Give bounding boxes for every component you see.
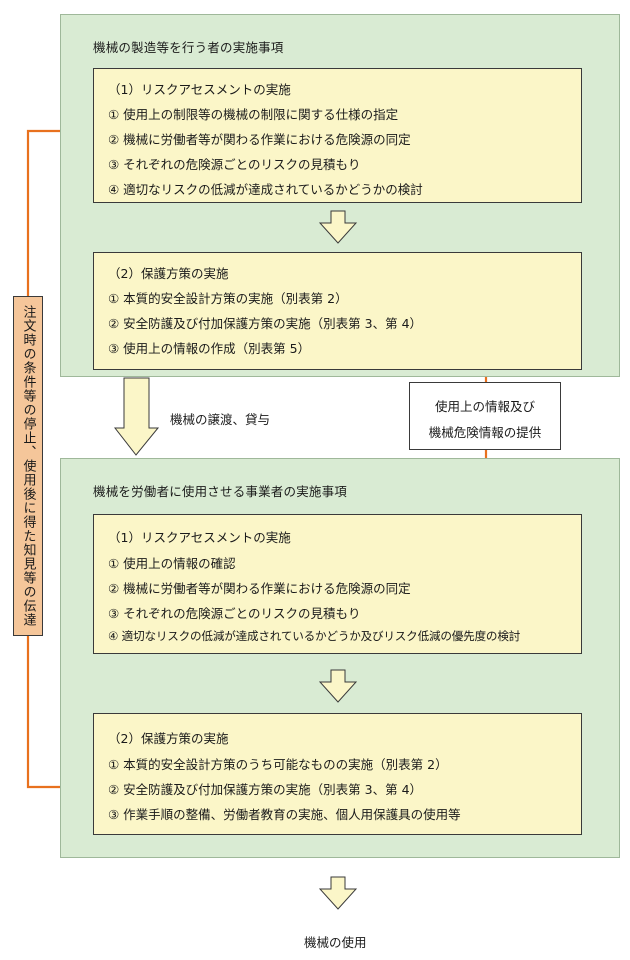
transfer-label: 機械の譲渡、貸与 xyxy=(170,412,271,427)
employer-risk-item-2: ② 機械に労働者等が関わる作業における危険源の同定 xyxy=(108,581,411,596)
employer-protection-item-1: ① 本質的安全設計方策のうち可能なものの実施（別表第 2） xyxy=(108,757,448,772)
manufacturer-risk-item-3: ③ それぞれの危険源ごとのリスクの見積もり xyxy=(108,157,361,172)
employer-protection-heading: （2）保護方策の実施 xyxy=(108,731,229,746)
manufacturer-protection-item-2: ② 安全防護及び付加保護方策の実施（別表第 3、第 4） xyxy=(108,316,423,331)
manufacturer-risk-heading: （1）リスクアセスメントの実施 xyxy=(108,82,291,97)
manufacturer-risk-item-2: ② 機械に労働者等が関わる作業における危険源の同定 xyxy=(108,132,411,147)
manufacturer-protection-box: （2）保護方策の実施 ① 本質的安全設計方策の実施（別表第 2） ② 安全防護及… xyxy=(93,252,582,370)
employer-risk-item-1: ① 使用上の情報の確認 xyxy=(108,556,236,571)
manufacturer-risk-item-1: ① 使用上の制限等の機械の制限に関する仕様の指定 xyxy=(108,107,399,122)
employer-risk-item-3: ③ それぞれの危険源ごとのリスクの見積もり xyxy=(108,606,361,621)
manufacturer-risk-assessment-box: （1）リスクアセスメントの実施 ① 使用上の制限等の機械の制限に関する仕様の指定… xyxy=(93,68,582,203)
info-provision-line-2: 機械危険情報の提供 xyxy=(428,425,542,440)
machine-use-label: 機械の使用 xyxy=(304,935,367,950)
info-provision-box: 使用上の情報及び 機械危険情報の提供 xyxy=(409,382,561,450)
employer-section-title: 機械を労働者に使用させる事業者の実施事項 xyxy=(93,484,348,499)
employer-risk-item-4: ④ 適切なリスクの低減が達成されているかどうか及びリスク低減の優先度の検討 xyxy=(108,629,521,643)
manufacturer-protection-item-3: ③ 使用上の情報の作成（別表第 5） xyxy=(108,341,311,356)
manufacturer-section: 機械の製造等を行う者の実施事項 （1）リスクアセスメントの実施 ① 使用上の制限… xyxy=(60,14,620,377)
manufacturer-risk-item-4: ④ 適切なリスクの低減が達成されているかどうかの検討 xyxy=(108,182,423,197)
employer-risk-heading: （1）リスクアセスメントの実施 xyxy=(108,530,291,545)
employer-protection-box: （2）保護方策の実施 ① 本質的安全設計方策のうち可能なものの実施（別表第 2）… xyxy=(93,713,582,835)
info-provision-line-1: 使用上の情報及び xyxy=(434,399,535,414)
employer-protection-item-3: ③ 作業手順の整備、労働者教育の実施、個人用保護具の使用等 xyxy=(108,807,461,822)
employer-section: 機械を労働者に使用させる事業者の実施事項 （1）リスクアセスメントの実施 ① 使… xyxy=(60,458,620,858)
employer-protection-item-2: ② 安全防護及び付加保護方策の実施（別表第 3、第 4） xyxy=(108,782,423,797)
manufacturer-protection-heading: （2）保護方策の実施 xyxy=(108,266,229,281)
feedback-side-box: 注文時の条件等の停止、使用後に得た知見等の伝達 xyxy=(13,296,43,636)
employer-risk-assessment-box: （1）リスクアセスメントの実施 ① 使用上の情報の確認 ② 機械に労働者等が関わ… xyxy=(93,514,582,654)
manufacturer-section-title: 機械の製造等を行う者の実施事項 xyxy=(93,40,284,55)
manufacturer-protection-item-1: ① 本質的安全設計方策の実施（別表第 2） xyxy=(108,291,348,306)
